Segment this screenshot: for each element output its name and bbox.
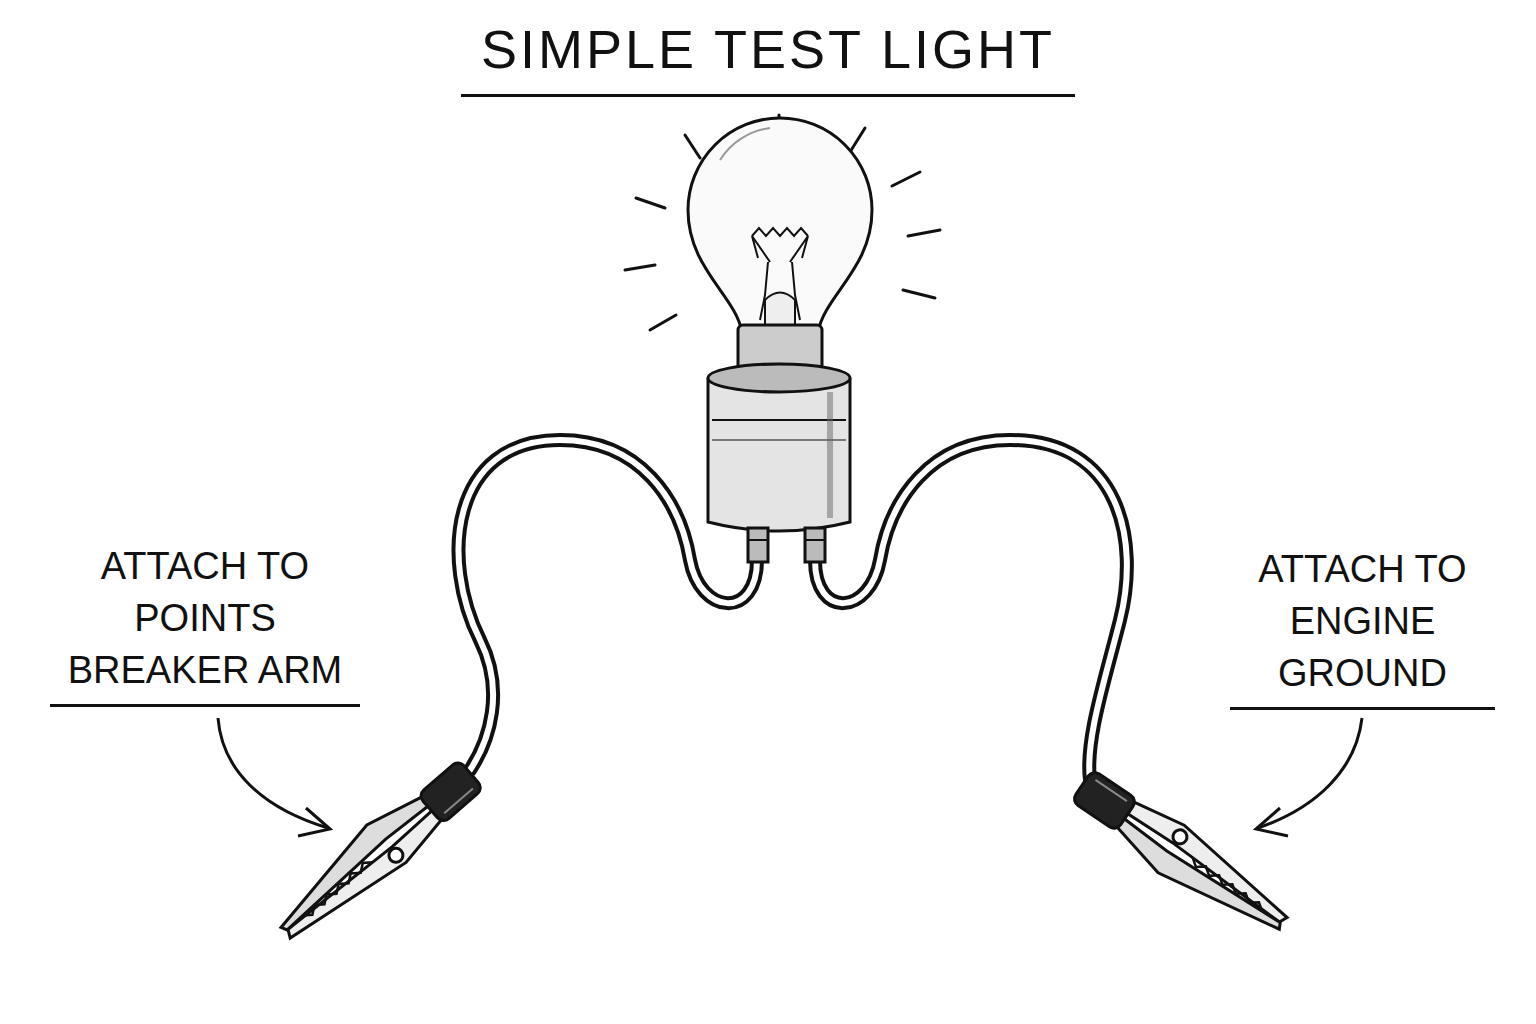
label-text: ATTACH TO ENGINE GROUND	[1230, 543, 1495, 710]
label-text: ATTACH TO POINTS BREAKER ARM	[50, 540, 360, 707]
title-text: SIMPLE TEST LIGHT	[461, 18, 1075, 97]
light-bulb	[688, 118, 872, 562]
callout-label: ATTACH TO POINTS BREAKER ARM	[50, 540, 360, 707]
callout-label: ATTACH TO ENGINE GROUND	[1230, 543, 1495, 710]
title: SIMPLE TEST LIGHT	[0, 18, 1536, 97]
